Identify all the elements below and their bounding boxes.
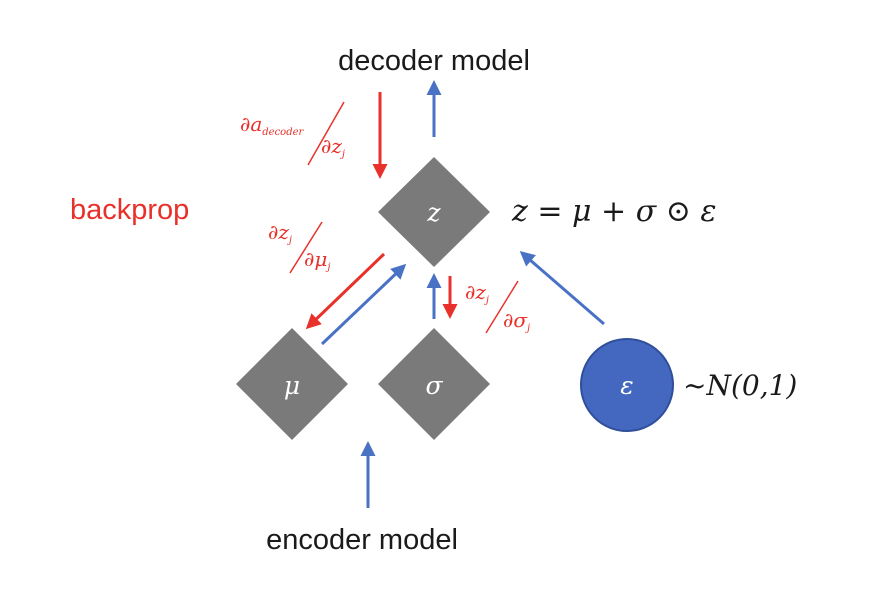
fraction-slash [289,221,323,274]
gradient-numerator-subscript: j [287,235,292,246]
gradient-numerator-subscript: j [484,295,489,306]
mu-to-z-arrow [320,263,407,346]
sigma-node-label: σ [425,371,443,400]
gradient-numerator: ∂z [465,280,486,304]
z-node [378,157,490,267]
epsilon-node [580,338,674,432]
z-to-mu-gradient-arrow [305,252,386,330]
gradient-denominator-subscript: j [525,323,530,334]
svg-text:∂μj: ∂μj [304,247,330,273]
sigma-node [378,328,490,440]
reparameterization-equation: z = μ + σ ⊙ ε [511,194,717,229]
svg-text:∂σj: ∂σj [503,308,530,334]
encoder-model-label: encoder model [266,524,458,556]
mu-node-label: μ [284,371,300,400]
epsilon-to-z-arrow [519,251,605,326]
backprop-label: backprop [70,194,189,226]
svg-text:∂zj: ∂zj [321,134,345,160]
epsilon-node-label: ε [620,371,633,400]
mu-node [236,328,348,440]
gradient-denominator-subscript: j [340,149,345,160]
decoder-model-label: decoder model [338,45,530,77]
gradient-numerator: ∂a [240,112,262,136]
svg-text:∂zj: ∂zj [268,220,292,246]
gradient-zj-over-sigmaj: ∂zj ∂σj [465,280,530,334]
gradient-denominator: ∂σ [503,308,528,332]
gradient-numerator-subscript: decoder [262,127,304,138]
standard-normal-label: ~N(0,1) [683,369,797,402]
gradient-zj-over-muj: ∂zj ∂μj [268,220,330,274]
fraction-slash [307,101,345,166]
gradient-denominator: ∂μ [304,247,327,271]
gradient-denominator-subscript: j [325,262,330,273]
z-node-label: z [426,198,441,227]
gradient-numerator: ∂z [268,220,289,244]
svg-text:∂adecoder: ∂adecoder [240,112,305,138]
gradient-denominator: ∂z [321,134,342,158]
fraction-slash [485,280,519,334]
svg-text:∂zj: ∂zj [465,280,489,306]
gradient-adecoder-over-zj: ∂adecoder ∂zj [240,101,345,166]
